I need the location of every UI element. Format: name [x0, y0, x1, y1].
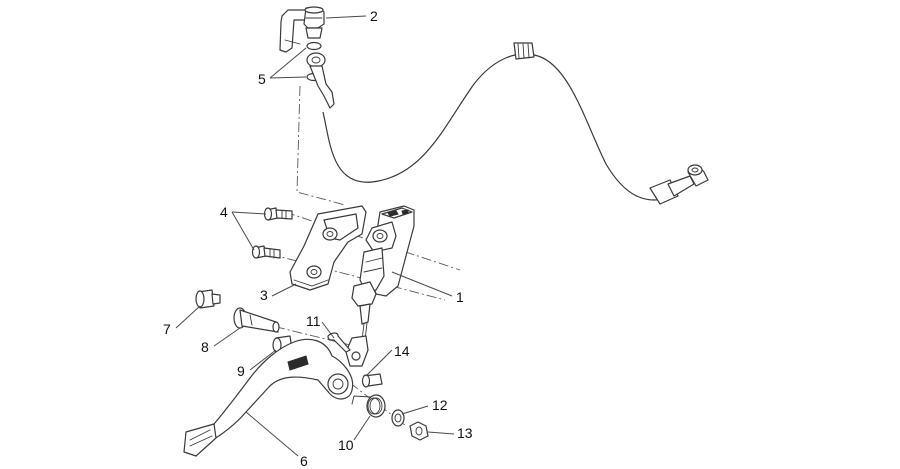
part-4-lower-bolt: [251, 245, 281, 259]
callout-13: 13: [457, 425, 473, 441]
callout-3: 3: [260, 287, 268, 303]
callout-8: 8: [201, 339, 209, 355]
callout-14: 14: [394, 343, 410, 359]
callout-11: 11: [306, 313, 321, 329]
part-12-washer: [391, 409, 405, 427]
part-2-banjo-fitting: [279, 6, 325, 53]
callout-12: 12: [432, 397, 448, 413]
callout-2: 2: [370, 8, 378, 24]
callout-10: 10: [338, 437, 354, 453]
callout-9: 9: [237, 363, 245, 379]
leader-lines: [175, 15, 455, 457]
callout-1: 1: [456, 289, 464, 305]
callout-5: 5: [258, 71, 266, 87]
part-7-pivot-bolt: [195, 289, 221, 309]
part-11-split-pin: [327, 332, 351, 353]
part-1-master-cylinder: [351, 205, 415, 341]
callout-numbers: 2 5 4 3 1 7 8 11 14 9 12 13 10 6: [163, 8, 473, 469]
brake-hose: [306, 42, 709, 205]
callout-7: 7: [163, 321, 171, 337]
part-8-pivot-shaft: [233, 307, 280, 333]
part-14-clevis-pin: [345, 335, 383, 388]
part-10-return-spring: [351, 394, 386, 418]
part-6-brake-pedal: [183, 338, 354, 457]
callout-6: 6: [300, 453, 308, 469]
part-3-mounting-bracket: [289, 205, 367, 291]
callout-4: 4: [220, 204, 228, 220]
part-4-upper-bolt: [263, 207, 293, 221]
part-13-nut: [409, 421, 429, 441]
